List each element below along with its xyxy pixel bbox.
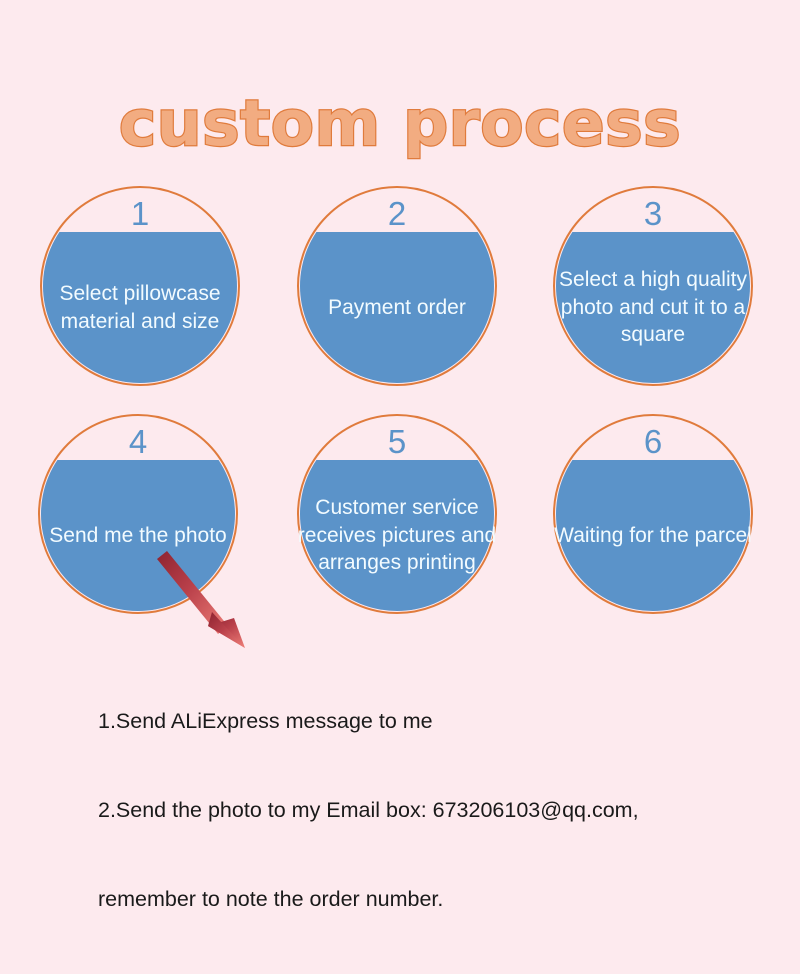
- step-circle-5: 5 Customer service receives pictures and…: [297, 414, 497, 614]
- step-circle-4: 4 Send me the photo: [38, 414, 238, 614]
- step-body-fill: [300, 232, 494, 383]
- step-circle-1: 1 Select pillowcase material and size: [40, 186, 240, 386]
- step-ring: [297, 186, 497, 386]
- step-body: [43, 232, 237, 383]
- step-label: Waiting for the parcel: [554, 523, 752, 547]
- step-number: 5: [387, 423, 407, 460]
- step-label: Send me the photo: [49, 523, 227, 547]
- step-label: Customer service receives pictures and a…: [297, 495, 497, 575]
- step-body-fill: [556, 460, 750, 611]
- step-label: Select a high quality photo and cut it t…: [559, 267, 747, 347]
- step-body-fill: [556, 232, 750, 383]
- step-body: [300, 232, 494, 383]
- step-circle-6: 6 Waiting for the parcel: [553, 414, 753, 614]
- note-line-2: 2.Send the photo to my Email box: 673206…: [98, 798, 639, 823]
- step-circle-2: 2 Payment order: [297, 186, 497, 386]
- note-line-1: 1.Send ALiExpress message to me: [98, 709, 433, 734]
- step-body: [300, 460, 494, 611]
- note-line-3: remember to note the order number.: [98, 887, 444, 912]
- step-body: [556, 460, 750, 611]
- step-number: 2: [387, 195, 407, 232]
- page-title: custom process: [118, 87, 682, 160]
- step-ring: [40, 186, 240, 386]
- step-body-fill: [300, 460, 494, 611]
- step-label: Select pillowcase material and size: [59, 281, 221, 333]
- step-body-fill: [43, 232, 237, 383]
- footer-note: 1.Send ALiExpress message to me 2.Send t…: [98, 648, 748, 974]
- step-circle-3: 3 Select a high quality photo and cut it…: [553, 186, 753, 386]
- step-label: Payment order: [328, 295, 466, 319]
- step-ring: [553, 414, 753, 614]
- step-body: [556, 232, 750, 383]
- step-number: 3: [643, 195, 663, 232]
- step-ring: [553, 186, 753, 386]
- step-ring: [297, 414, 497, 614]
- step-number: 6: [643, 423, 663, 460]
- step-number: 1: [130, 195, 150, 232]
- steps-grid: 1 Select pillowcase material and size 2 …: [38, 186, 753, 614]
- step-number: 4: [128, 423, 148, 460]
- step-ring: [38, 414, 238, 614]
- infographic-page: custom process 1 Select pillowcase mater…: [38, 87, 753, 911]
